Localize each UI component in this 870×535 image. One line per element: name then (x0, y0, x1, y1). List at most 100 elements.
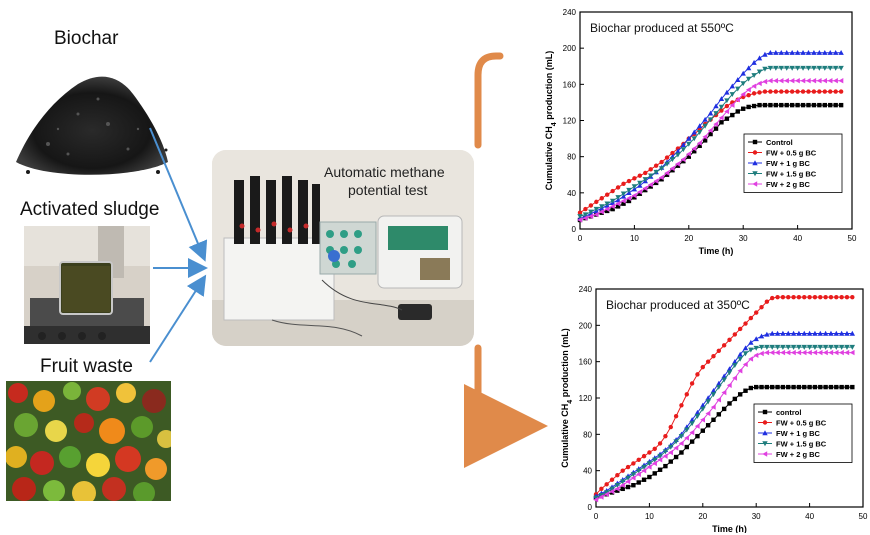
data-point (669, 165, 675, 172)
data-point (675, 152, 681, 158)
data-point (594, 199, 599, 205)
data-point (849, 330, 856, 336)
data-point (838, 330, 845, 336)
data-point (609, 488, 615, 495)
data-point (828, 349, 834, 356)
data-point (746, 92, 751, 98)
data-point (615, 473, 620, 478)
data-point (657, 457, 663, 463)
data-point (838, 65, 844, 71)
data-point (822, 349, 828, 356)
data-point (652, 457, 658, 463)
data-point (742, 361, 748, 368)
y-tick-label: 200 (563, 44, 577, 53)
legend-label: FW + 0.5 g BC (776, 419, 827, 428)
data-point (789, 65, 795, 71)
data-point (686, 151, 691, 157)
data-point (620, 479, 626, 485)
data-point (823, 384, 828, 390)
data-point (773, 102, 779, 108)
data-point (756, 55, 763, 61)
data-point (784, 102, 789, 108)
data-point (648, 181, 653, 188)
data-point (719, 120, 724, 125)
data-point (794, 65, 801, 71)
data-point (822, 330, 829, 336)
data-point (817, 344, 823, 350)
data-point (615, 185, 621, 190)
data-point (751, 59, 757, 65)
data-point (822, 49, 828, 55)
data-point (700, 428, 705, 433)
data-point (806, 349, 812, 356)
data-point (668, 424, 673, 430)
data-point (695, 372, 700, 377)
data-point (631, 184, 638, 190)
data-point (636, 468, 642, 474)
data-point (689, 421, 695, 427)
data-point (800, 89, 806, 94)
x-tick-label: 10 (630, 234, 639, 243)
data-point (764, 349, 770, 356)
data-point (789, 102, 795, 108)
x-tick-label: 30 (739, 234, 748, 243)
data-point (621, 181, 626, 186)
data-point (670, 150, 675, 156)
data-point (823, 294, 828, 300)
data-point (805, 49, 812, 55)
data-point (604, 482, 609, 487)
data-point (751, 73, 757, 78)
data-point (737, 356, 743, 362)
data-point (844, 294, 850, 300)
data-point (620, 191, 627, 197)
data-point (838, 349, 844, 356)
data-point (812, 384, 818, 390)
data-point (753, 352, 759, 359)
data-point (700, 364, 705, 370)
data-point (691, 145, 697, 152)
data-point (812, 330, 818, 336)
data-point (773, 49, 779, 55)
data-point (758, 350, 764, 357)
data-point (696, 140, 702, 146)
legend-label: Control (766, 138, 793, 147)
data-point (680, 156, 686, 163)
data-point (769, 330, 775, 336)
data-point (724, 98, 730, 104)
data-point (796, 330, 802, 336)
data-point (697, 143, 702, 149)
data-point (745, 65, 752, 71)
data-point (721, 406, 727, 412)
data-point (849, 349, 855, 356)
data-point (582, 212, 589, 218)
data-point (785, 349, 791, 356)
data-point (748, 356, 754, 362)
data-point (827, 78, 833, 84)
data-point (838, 78, 844, 84)
data-point (620, 486, 625, 492)
data-point (770, 295, 775, 301)
data-point (605, 208, 610, 214)
data-point (604, 206, 610, 212)
data-point (678, 433, 685, 439)
data-point (735, 97, 740, 103)
data-point (673, 445, 679, 451)
data-point (729, 92, 736, 97)
data-point (828, 330, 834, 336)
x-tick-label: 40 (793, 234, 802, 243)
data-point (811, 78, 817, 84)
data-point (778, 49, 784, 55)
data-point (721, 343, 727, 348)
data-point (718, 115, 724, 121)
data-point (716, 412, 722, 417)
data-point (844, 384, 850, 390)
data-point (790, 344, 797, 350)
data-point (679, 450, 684, 455)
data-point (675, 148, 681, 154)
data-point (702, 134, 708, 140)
data-point (641, 477, 647, 482)
data-point (827, 49, 833, 55)
y-axis-label: Cumulative CH4 production (mL) (560, 328, 574, 467)
data-point (743, 388, 748, 393)
